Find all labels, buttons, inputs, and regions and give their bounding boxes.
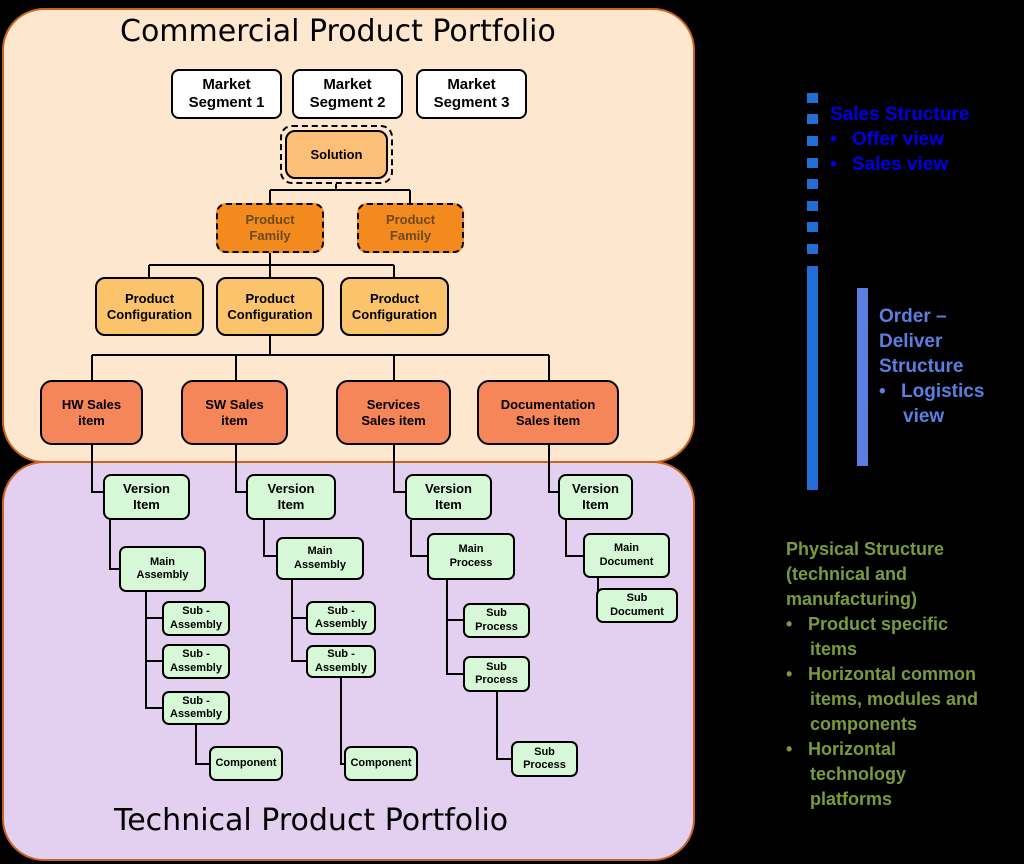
bullet: • <box>786 614 793 634</box>
component-1: Component <box>209 746 283 781</box>
legend-physical-title-line: (technical and <box>786 564 908 584</box>
product-configuration-1: Product Configuration <box>95 277 204 336</box>
market-segment-2: Market Segment 2 <box>292 69 403 119</box>
legend-physical-item-line: Horizontal common <box>808 664 977 684</box>
sub-assembly-2b: Sub - Assembly <box>306 645 376 678</box>
services-sales-item: Services Sales item <box>336 380 451 445</box>
sub-document: Sub Document <box>596 588 678 623</box>
documentation-sales-item: Documentation Sales item <box>477 380 619 445</box>
sub-assembly-1c: Sub - Assembly <box>162 691 230 725</box>
main-assembly-2: Main Assembly <box>276 537 364 580</box>
legend-physical-title-line: manufacturing) <box>786 589 918 609</box>
version-item-4: Version Item <box>558 474 633 520</box>
bullet: • <box>830 129 837 150</box>
component-2: Component <box>344 746 418 781</box>
legend-physical-item-line: items <box>810 639 858 659</box>
legend-sales-title: Sales Structure <box>830 104 970 125</box>
version-item-2: Version Item <box>246 474 336 520</box>
product-configuration-2: Product Configuration <box>216 277 324 336</box>
legend-physical-title-line: Physical Structure <box>786 539 945 559</box>
bullet: • <box>879 381 886 402</box>
sub-assembly-1a: Sub - Assembly <box>162 601 230 636</box>
legend-order-title-line: Deliver <box>879 331 943 352</box>
product-family-1: Product Family <box>216 203 324 253</box>
legend-order-title-line: Order – <box>879 306 947 327</box>
legend-offer-view: Offer view <box>852 129 944 150</box>
sub-process-1: Sub Process <box>463 603 530 638</box>
legend-sales-view: Sales view <box>852 154 949 175</box>
solution-node: Solution <box>285 130 388 179</box>
legend-physical-structure: Physical Structure (technical and manufa… <box>786 537 978 812</box>
sub-process-3: Sub Process <box>511 741 578 777</box>
legend-logistics-line: view <box>903 406 945 427</box>
legend-physical-item-line: Product specific <box>808 614 949 634</box>
bullet: • <box>786 664 793 684</box>
version-item-3: Version Item <box>405 474 492 520</box>
legend-logistics-line: Logistics <box>901 381 985 402</box>
main-document: Main Document <box>583 533 670 578</box>
legend-physical-item-line: components <box>810 714 918 734</box>
product-configuration-3: Product Configuration <box>340 277 449 336</box>
order-deliver-bar <box>857 288 868 466</box>
sales-structure-bar <box>807 93 818 490</box>
solution-outline <box>280 125 393 184</box>
bullet: • <box>786 739 793 759</box>
main-assembly-1: Main Assembly <box>119 546 206 592</box>
legend-physical-item-line: items, modules and <box>810 689 979 709</box>
legend-sales-structure: Sales Structure • Offer view • Sales view <box>830 102 969 177</box>
legend-order-deliver-structure: Order – Deliver Structure • Logistics vie… <box>879 304 984 429</box>
market-segment-3: Market Segment 3 <box>416 69 527 119</box>
market-segment-1: Market Segment 1 <box>171 69 282 119</box>
bullet: • <box>830 154 837 175</box>
legend-physical-item-line: technology <box>810 764 907 784</box>
technical-portfolio-title: Technical Product Portfolio <box>114 803 509 838</box>
hw-sales-item: HW Sales item <box>40 380 143 445</box>
sub-assembly-2a: Sub - Assembly <box>306 601 376 635</box>
legend-physical-item-line: Horizontal <box>808 739 896 759</box>
sub-assembly-1b: Sub - Assembly <box>162 644 230 679</box>
legend-order-title-line: Structure <box>879 356 964 377</box>
main-process: Main Process <box>427 533 515 580</box>
sw-sales-item: SW Sales item <box>181 380 288 445</box>
version-item-1: Version Item <box>103 474 190 520</box>
legend-physical-item-line: platforms <box>810 789 893 809</box>
sub-process-2: Sub Process <box>463 656 530 692</box>
commercial-portfolio-title: Commercial Product Portfolio <box>120 14 556 49</box>
product-family-2: Product Family <box>357 203 464 253</box>
